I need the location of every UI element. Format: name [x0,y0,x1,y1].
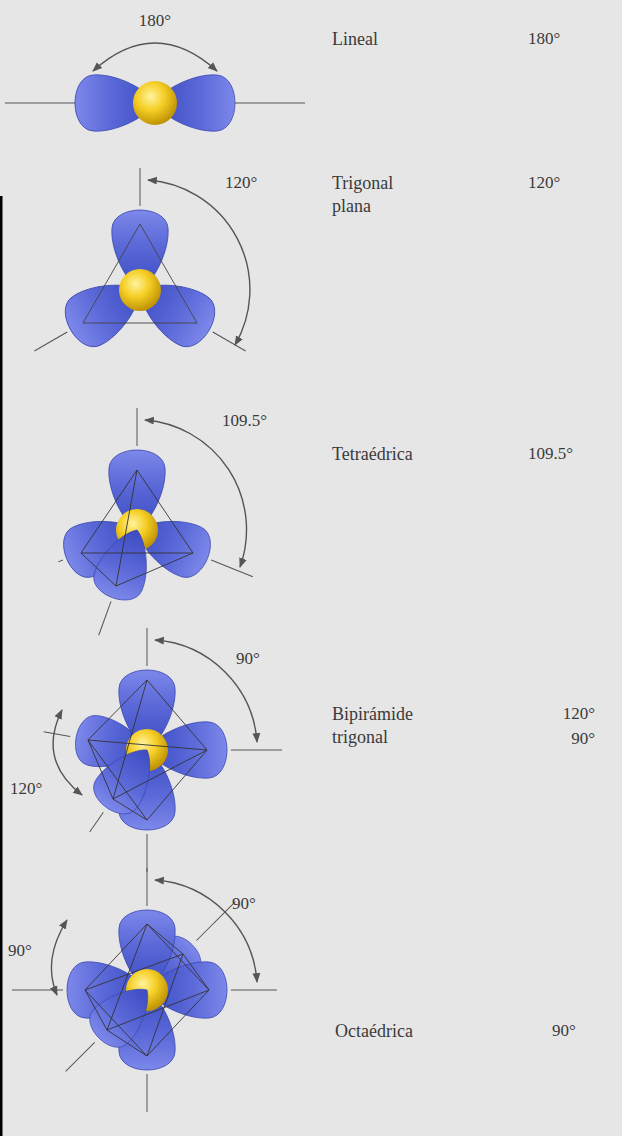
angle-value: 109.5° [528,443,573,464]
axis-ticks [12,868,277,1112]
angle-value: 90° [552,1020,576,1041]
triangle-outline [83,224,197,323]
geometry-name: Tetraédrica [332,443,413,466]
geometry-name: Bipirámide trigonal [332,703,432,748]
angle-arc [51,920,67,995]
angle-value: 180° [528,28,560,49]
orbital-lobe [89,521,161,606]
trigonal-figure [34,168,250,354]
geometry-name: Lineal [332,28,378,51]
geometry-name: Trigonal plana [332,172,427,217]
axis-ticks [34,168,245,351]
angle-arc [93,43,217,71]
geometry-name: Octaédrica [335,1020,413,1043]
axis-ticks [58,408,253,635]
angle-arc [155,880,257,982]
bipyramid-outline [88,680,207,820]
axis-ticks [44,628,282,872]
angle-label: 90° [232,893,256,914]
angle-label: 109.5° [222,410,267,431]
angle-arc [145,420,247,567]
central-atom [133,81,177,125]
angle-label: 180° [139,10,171,31]
octahedral-figure [12,868,277,1112]
border-line [0,196,3,1136]
linear-figure [5,43,305,131]
angle-arc [53,710,82,795]
angle-value: 90° [571,728,595,749]
tetrahedral-figure [57,408,253,635]
angle-label: 90° [236,648,260,669]
angle-value: 120° [563,703,595,724]
tetrahedron-outline [81,470,193,586]
angle-label: 120° [225,172,257,193]
angle-label: 90° [8,940,32,961]
bipyramid-figure [44,628,282,872]
angle-value: 120° [528,172,560,193]
angle-arc [148,180,250,345]
angle-label: 120° [10,778,42,799]
orbital-lobe [86,736,167,822]
central-atom [119,269,161,311]
octahedron-outline [85,924,209,1056]
